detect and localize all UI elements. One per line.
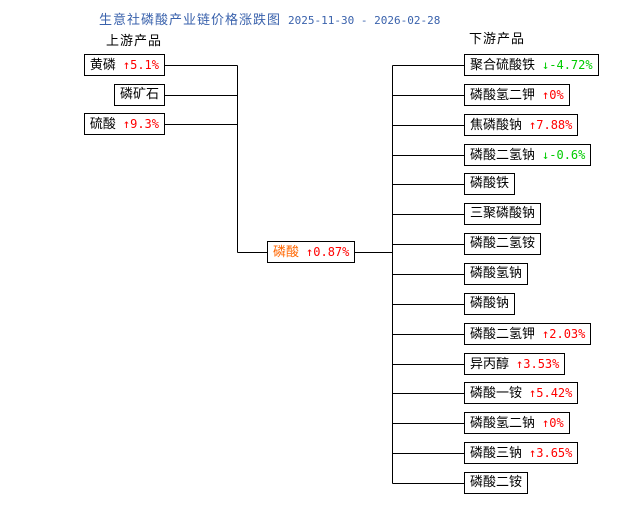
price-change-up: ↑0% xyxy=(542,416,564,430)
price-change-up: ↑0% xyxy=(542,88,564,102)
chart-title: 生意社磷酸产业链价格涨跌图 2025-11-30 - 2026-02-28 xyxy=(99,9,440,28)
product-name: 硫酸 xyxy=(89,117,116,132)
price-change-down: ↓-0.6% xyxy=(542,148,586,162)
product-name: 磷酸二氢钠 xyxy=(470,148,536,163)
product-name: 磷酸氢二钠 xyxy=(470,416,536,431)
downstream-node[interactable]: 焦磷酸钠 ↑7.88% xyxy=(464,114,579,136)
downstream-node[interactable]: 磷酸氢二钾 ↑0% xyxy=(464,84,570,106)
price-change-up: ↑9.3% xyxy=(122,117,159,131)
price-change-up: ↑5.42% xyxy=(529,386,573,400)
product-name: 磷矿石 xyxy=(119,87,159,102)
price-change-down: ↓-4.72% xyxy=(542,58,593,72)
product-name: 磷酸二铵 xyxy=(470,475,523,490)
upstream-label: 上游产品 xyxy=(106,34,163,49)
product-name: 磷酸一铵 xyxy=(470,386,523,401)
product-name: 焦磷酸钠 xyxy=(470,118,523,133)
product-name: 磷酸钠 xyxy=(470,296,510,311)
chart-date-range: 2025-11-30 - 2026-02-28 xyxy=(288,14,441,27)
price-change-up: ↑5.1% xyxy=(122,58,159,72)
downstream-node[interactable]: 磷酸氢二钠 ↑0% xyxy=(464,412,570,434)
product-name: 磷酸 xyxy=(273,245,300,260)
product-name: 磷酸二氢铵 xyxy=(470,236,536,251)
price-change-up: ↑2.03% xyxy=(542,327,586,341)
product-name: 磷酸三钠 xyxy=(470,446,523,461)
price-change-up: ↑3.53% xyxy=(516,357,560,371)
downstream-node[interactable]: 磷酸二氢铵 xyxy=(464,233,542,255)
downstream-label: 下游产品 xyxy=(469,32,526,47)
chart-title-text: 生意社磷酸产业链价格涨跌图 xyxy=(99,13,282,28)
product-name: 聚合硫酸铁 xyxy=(470,58,536,73)
downstream-node[interactable]: 磷酸二铵 xyxy=(464,472,529,494)
product-name: 磷酸氢二钾 xyxy=(470,88,536,103)
product-name: 磷酸二氢钾 xyxy=(470,327,536,342)
product-name: 磷酸铁 xyxy=(470,176,510,191)
downstream-node[interactable]: 异丙醇 ↑3.53% xyxy=(464,353,566,375)
downstream-node[interactable]: 磷酸氢钠 xyxy=(464,263,529,285)
upstream-node[interactable]: 黄磷 ↑5.1% xyxy=(83,54,165,76)
product-name: 三聚磷酸钠 xyxy=(470,206,536,221)
center-node[interactable]: 磷酸 ↑0.87% xyxy=(267,241,356,263)
downstream-node[interactable]: 磷酸钠 xyxy=(464,293,516,315)
downstream-node[interactable]: 磷酸二氢钠 ↓-0.6% xyxy=(464,144,592,166)
downstream-node[interactable]: 磷酸三钠 ↑3.65% xyxy=(464,442,579,464)
upstream-node[interactable]: 硫酸 ↑9.3% xyxy=(83,113,165,135)
downstream-node[interactable]: 三聚磷酸钠 xyxy=(464,203,542,225)
price-change-up: ↑0.87% xyxy=(306,245,350,259)
product-name: 异丙醇 xyxy=(470,357,510,372)
downstream-node[interactable]: 磷酸一铵 ↑5.42% xyxy=(464,382,579,404)
price-change-up: ↑7.88% xyxy=(529,118,573,132)
downstream-node[interactable]: 聚合硫酸铁 ↓-4.72% xyxy=(464,54,599,76)
downstream-node[interactable]: 磷酸铁 xyxy=(464,173,516,195)
product-name: 磷酸氢钠 xyxy=(470,266,523,281)
downstream-node[interactable]: 磷酸二氢钾 ↑2.03% xyxy=(464,323,592,345)
upstream-node[interactable]: 磷矿石 xyxy=(113,84,165,106)
product-name: 黄磷 xyxy=(89,58,116,73)
price-change-up: ↑3.65% xyxy=(529,446,573,460)
